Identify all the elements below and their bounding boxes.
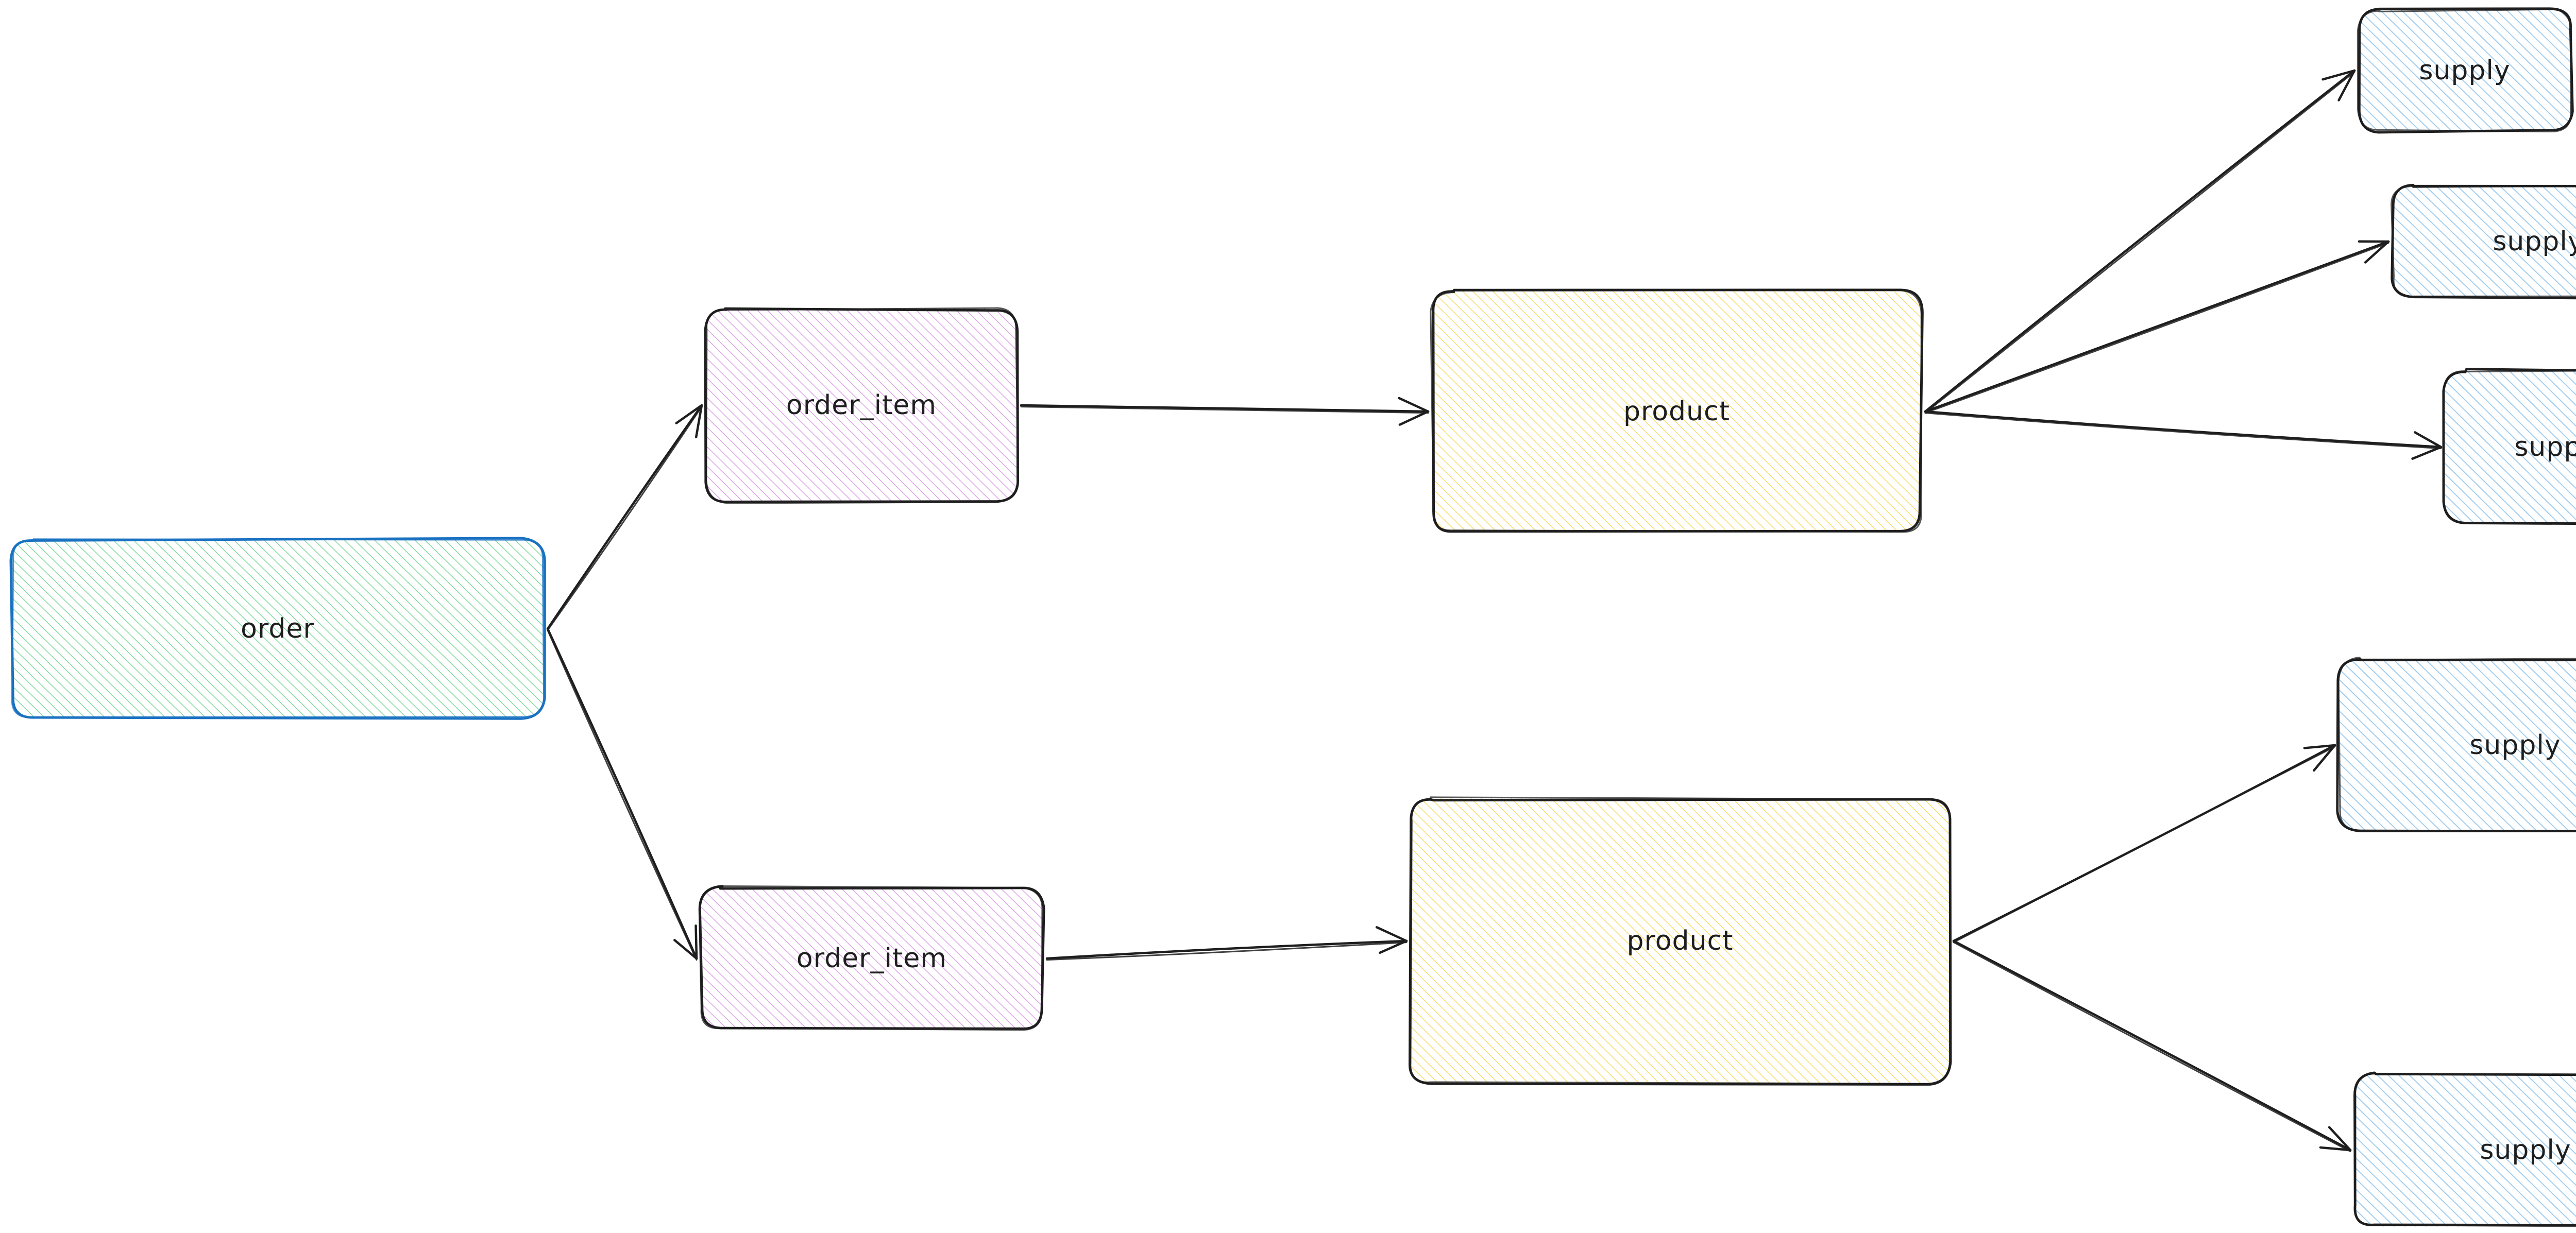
- node-product-2[interactable]: product: [1406, 795, 1954, 1087]
- node-order-item-2-shape: [698, 885, 1045, 1031]
- node-supply-1[interactable]: supply: [2354, 6, 2575, 135]
- node-supply-4[interactable]: supply: [2335, 655, 2576, 835]
- node-order-item-2-label: order_item: [796, 943, 947, 974]
- node-supply-5-shape: [2353, 1071, 2576, 1227]
- node-supply-5-label: supply: [2480, 1135, 2571, 1166]
- node-supply-4-label: supply: [2469, 730, 2561, 761]
- node-supply-3-label: supply: [2514, 432, 2576, 463]
- node-supply-3[interactable]: supply: [2441, 367, 2576, 527]
- node-order-label: order: [241, 613, 315, 644]
- node-supply-4-shape: [2336, 657, 2576, 832]
- node-order-item-2[interactable]: order_item: [697, 884, 1047, 1033]
- node-order-shape: [9, 537, 546, 720]
- node-product-2-label: product: [1626, 926, 1734, 956]
- node-product-2-shape: [1408, 796, 1952, 1086]
- node-product-1-shape: [1430, 288, 1924, 533]
- node-supply-2[interactable]: supply: [2388, 182, 2576, 301]
- node-supply-5[interactable]: supply: [2350, 1070, 2576, 1230]
- node-product-1[interactable]: product: [1428, 287, 1925, 536]
- node-order-item-1-shape: [704, 307, 1020, 504]
- node-order-item-1[interactable]: order_item: [702, 305, 1021, 506]
- node-supply-1-label: supply: [2419, 55, 2511, 86]
- node-order[interactable]: order: [8, 536, 548, 722]
- node-supply-2-label: supply: [2493, 226, 2576, 257]
- node-supply-3-shape: [2442, 368, 2576, 525]
- node-order-item-1-label: order_item: [786, 390, 937, 421]
- node-supply-2-shape: [2391, 183, 2576, 300]
- node-supply-1-shape: [2357, 7, 2574, 134]
- node-product-1-label: product: [1623, 396, 1730, 427]
